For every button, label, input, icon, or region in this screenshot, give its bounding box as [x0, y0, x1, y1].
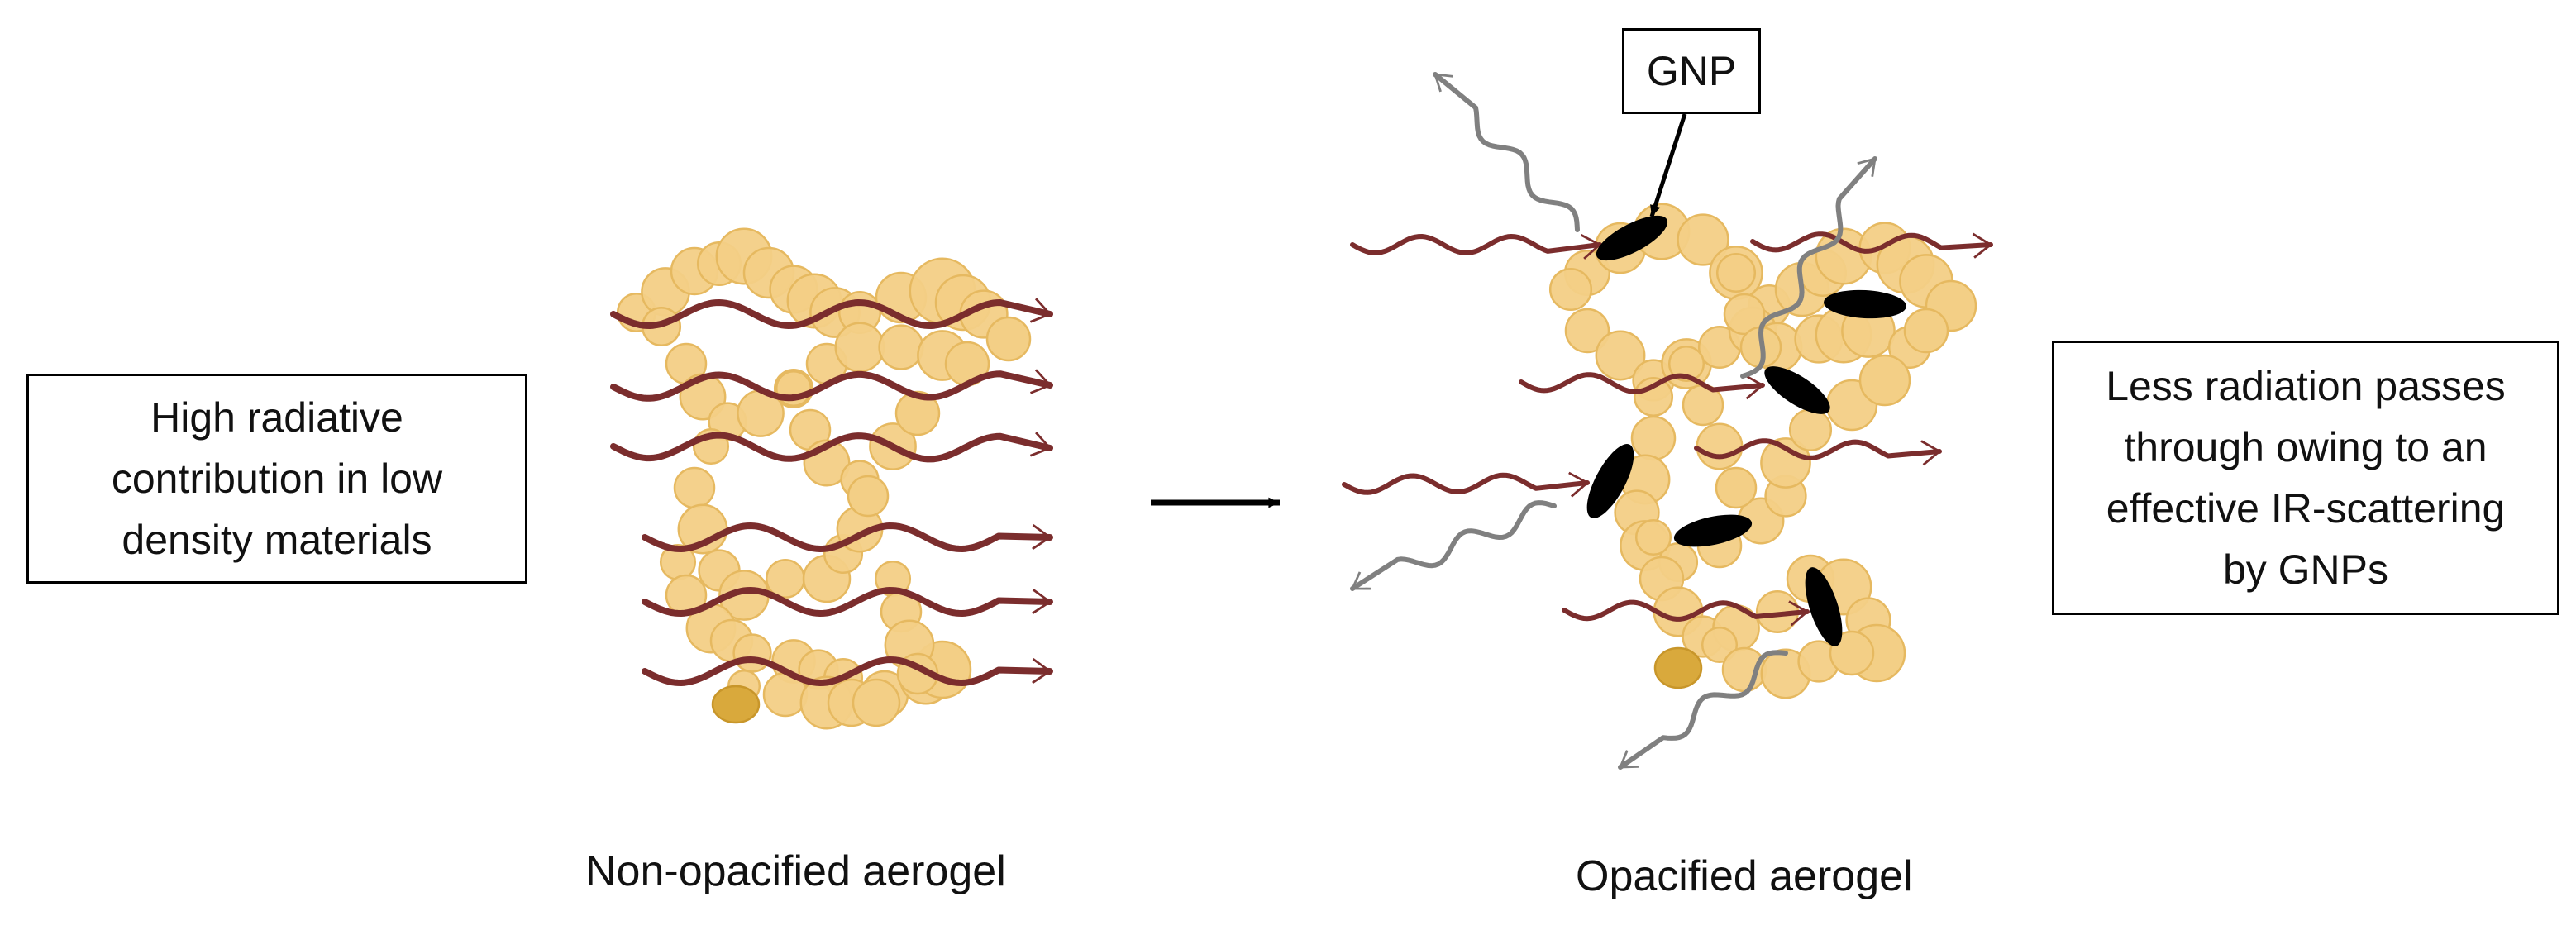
transmitted-ir-radiation [610, 298, 1053, 686]
gnp-label: GNP [1622, 28, 1761, 114]
note-line: by GNPs [2222, 546, 2389, 593]
ir-wave [1519, 372, 1765, 400]
note-line: through owing to an [2124, 424, 2488, 470]
aerogel-particle [1760, 437, 1811, 489]
aerogel-particle [1715, 252, 1757, 293]
scattered-wave [1433, 72, 1580, 232]
aerogel-particle [1721, 646, 1767, 693]
aerogel-particle [711, 685, 761, 724]
gnp-particle [1586, 444, 1634, 518]
aerogel-particle [1595, 330, 1646, 381]
scattered-wave [1740, 156, 1877, 379]
gnp-particle [1805, 567, 1843, 646]
aerogel-particle [985, 316, 1032, 362]
high-radiative-note: High radiative contribution in low densi… [26, 374, 527, 584]
aerogel-particle [1715, 466, 1758, 509]
aerogel-particle [1548, 267, 1593, 312]
opacified-caption: Opacified aerogel [1576, 852, 1913, 900]
gnp-pointer-arrow [1649, 113, 1687, 217]
aerogel-particle [1723, 293, 1766, 336]
ir-radiation-opacified [1342, 231, 1993, 627]
aerogel-particle [1630, 415, 1677, 461]
ir-wave [1342, 471, 1590, 498]
aerogel-particle [1653, 646, 1703, 689]
aerogel-particle [894, 390, 941, 436]
aerogel-particle [1696, 422, 1744, 470]
aerogel-particle [1858, 354, 1911, 407]
scattered-wave [1618, 650, 1788, 770]
aerogel-particle [1701, 626, 1739, 664]
note-line: High radiative [150, 394, 403, 441]
gnp-particles [1586, 215, 1906, 646]
aerogel-particle [1634, 518, 1672, 556]
ir-wave [1750, 231, 1993, 259]
aerogel-particle [1903, 308, 1949, 354]
gnp-particle [1596, 215, 1668, 261]
aerogel-particle [732, 633, 772, 673]
gnp-particle [1824, 289, 1906, 319]
aerogel-particle [852, 678, 901, 727]
ir-wave [610, 298, 1053, 329]
aerogel-particle [1829, 630, 1875, 676]
note-line: Less radiation passes [2106, 363, 2506, 409]
opacified-aerogel-particles [1548, 203, 1977, 699]
non-opacified-caption: Non-opacified aerogel [585, 847, 1006, 895]
ir-wave [610, 369, 1053, 402]
ir-wave [642, 522, 1053, 552]
aerogel-particle [1667, 345, 1705, 383]
non-opacified-aerogel-particles [616, 227, 1032, 730]
aerogel-particle [1677, 213, 1729, 266]
ir-wave [642, 656, 1053, 686]
ir-wave [1350, 234, 1602, 260]
aerogel-particle [834, 322, 885, 373]
less-radiation-note: Less radiation passes through owing to a… [2052, 341, 2559, 615]
aerogel-particle [1788, 408, 1833, 452]
aerogel-particle [847, 475, 890, 518]
scattered-ir-radiation [1350, 72, 1877, 770]
note-line: density materials [122, 517, 432, 563]
ir-wave [1562, 599, 1810, 627]
aerogel-particle [878, 324, 924, 370]
ir-wave [1694, 438, 1942, 466]
note-line: effective IR-scattering [2106, 485, 2506, 532]
scattered-wave [1350, 500, 1557, 591]
note-line: contribution in low [111, 456, 443, 502]
aerogel-particle [673, 466, 716, 509]
ir-wave [642, 587, 1053, 617]
gnp-particle [1764, 366, 1830, 414]
gnp-particle [1673, 514, 1753, 547]
ir-wave [610, 432, 1053, 463]
aerogel-particle [1564, 308, 1610, 354]
